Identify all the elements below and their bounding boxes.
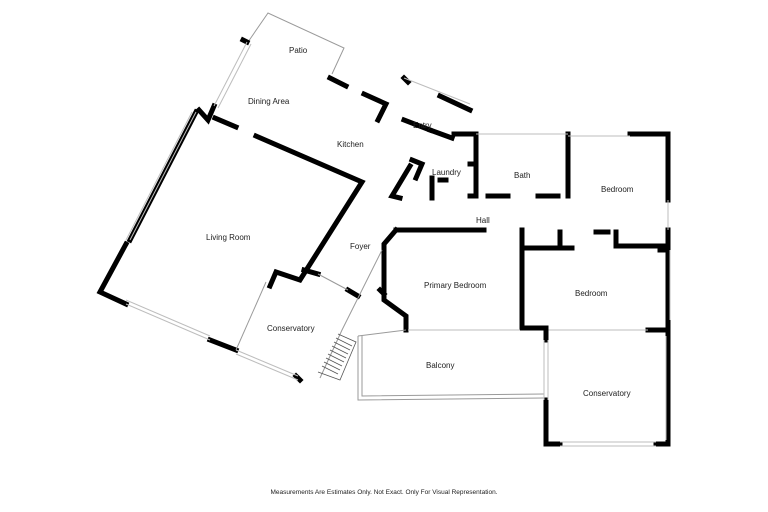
conservatory-right-outline	[543, 327, 671, 447]
room-labels: Patio Dining Area Kitchen Entry Laundry …	[206, 46, 634, 398]
room-label-bath: Bath	[514, 171, 530, 180]
room-label-entry: Entry	[413, 121, 432, 130]
room-label-living-room: Living Room	[206, 233, 251, 242]
patio-outline	[247, 12, 345, 75]
room-label-primary-bedroom: Primary Bedroom	[424, 281, 487, 290]
disclaimer-text: Measurements Are Estimates Only. Not Exa…	[270, 489, 498, 496]
balcony-outline	[235, 249, 545, 401]
room-label-bedroom-top: Bedroom	[601, 185, 634, 194]
windows	[125, 41, 671, 381]
room-label-foyer: Foyer	[350, 242, 371, 251]
room-label-laundry: Laundry	[432, 168, 461, 177]
room-label-conservatory-left: Conservatory	[267, 324, 315, 333]
stairs	[317, 333, 357, 381]
room-label-dining-area: Dining Area	[248, 97, 290, 106]
room-label-patio: Patio	[289, 46, 308, 55]
room-label-balcony: Balcony	[426, 361, 454, 370]
room-label-hall: Hall	[476, 216, 490, 225]
walls-right-wing	[381, 131, 671, 333]
room-label-conservatory-right: Conservatory	[583, 389, 631, 398]
room-label-bedroom-middle: Bedroom	[575, 289, 608, 298]
room-label-kitchen: Kitchen	[337, 140, 364, 149]
